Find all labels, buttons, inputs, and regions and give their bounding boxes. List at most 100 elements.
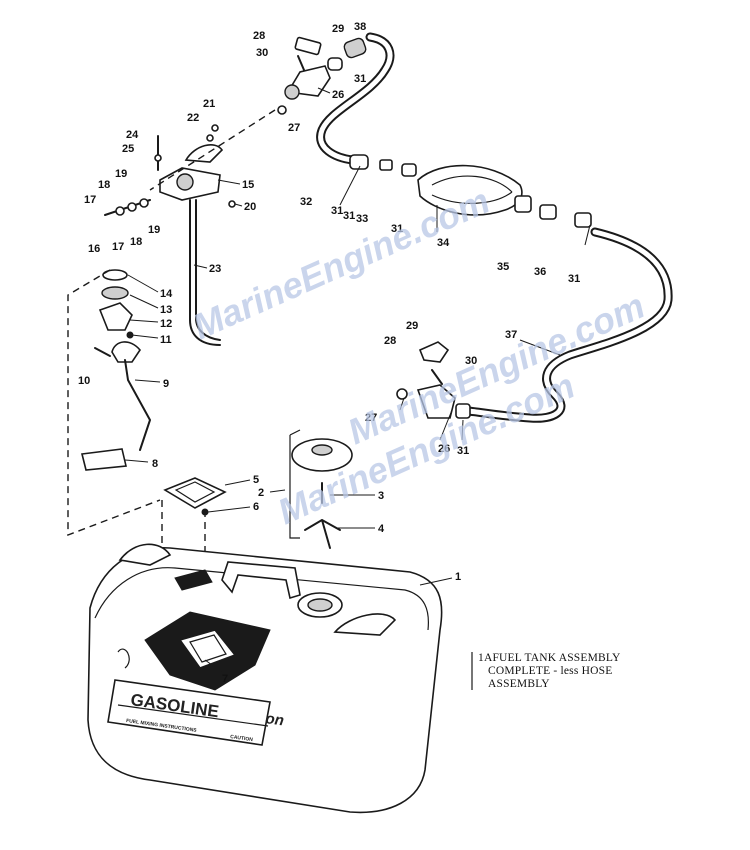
callout-21: 21 [203,98,215,110]
callout-20: 20 [244,201,256,213]
primer-bulb-assembly [349,154,592,228]
callout-15: 15 [242,179,254,191]
gasket-20 [228,200,236,208]
connector-body-26-lower [416,384,456,419]
callout-29a: 29 [332,23,344,35]
callout-22: 22 [187,112,199,124]
callout-26b: 26 [438,443,450,455]
washer-25 [154,154,162,162]
check-valve-35 [514,195,532,213]
tank-connector-lower [396,341,471,419]
tank-tab-left [118,543,172,566]
assembly-note-line-2: COMPLETE - less HOSE [488,665,613,677]
connector-cap-28 [294,36,322,56]
fuel-hose [316,32,673,423]
callout-4: 4 [378,523,385,535]
callout-23: 23 [209,263,221,275]
callout-19a: 19 [115,168,127,180]
callout-38: 38 [354,21,366,33]
callout-31f: 31 [343,210,355,222]
callout-33: 33 [356,213,368,225]
fitting-33 [379,159,393,171]
callout-27a: 27 [288,122,300,134]
screw-6 [201,508,209,516]
callout-28a: 28 [253,30,265,42]
callout-32: 32 [300,196,312,208]
callout-13: 13 [160,304,172,316]
pickup-assembly [81,124,236,471]
callout-2: 2 [258,487,264,499]
callout-6: 6 [253,501,259,513]
gasoline-label-plate [107,679,271,746]
callout-10: 10 [78,375,90,387]
hose-fitting-38 [343,37,367,59]
o-ring-27-top [277,105,287,115]
gasket-13 [101,286,129,300]
float-arm-bracket [111,341,141,363]
ring-14 [102,269,128,281]
callout-18a: 18 [98,179,110,191]
fuel-tank-assembly-note: 1AFUEL TANK ASSEMBLY COMPLETE - less HOS… [478,652,668,691]
fuel-tank-body [87,543,443,814]
callout-7: 7 [222,673,228,685]
tank-label-sub-right: CAUTION [230,734,254,743]
callout-31a: 31 [354,73,366,85]
callout-28b: 28 [384,335,396,347]
callout-19b: 19 [148,224,160,236]
callout-35: 35 [497,261,509,273]
screw-21 [211,124,219,132]
callout-25: 25 [122,143,134,155]
o-ring-27-lower [396,388,408,400]
callout-17a: 17 [84,194,96,206]
pickup-opening-7 [178,629,237,669]
callout-5: 5 [253,474,259,486]
callout-31b: 31 [331,205,343,217]
fitting-36 [539,204,557,220]
callout-16: 16 [88,243,100,255]
assembly-note-line-3: ASSEMBLY [488,678,550,690]
clamp-31-d [455,403,471,419]
washer-22 [206,134,214,142]
tank-handle [221,561,301,600]
callout-1: 1 [455,571,461,583]
callout-34: 34 [437,237,450,249]
screw-10 [94,347,111,357]
float-arm-9 [124,359,151,451]
gauge-body-12 [98,302,133,331]
elbow-fitting [184,144,224,163]
callout-24: 24 [126,129,139,141]
float-8 [81,448,127,471]
callout-37: 37 [505,329,517,341]
clamp-31-c [574,212,592,228]
vent-cap [333,613,397,636]
assembly-note-line-1: 1AFUEL TANK ASSEMBLY [478,652,621,664]
tank-label-brand: on [264,710,285,729]
callout-26a: 26 [332,89,344,101]
callout-3: 3 [378,490,384,502]
callout-30b: 30 [465,355,477,367]
callout-29b: 29 [406,320,418,332]
retainer-4 [304,519,341,549]
callout-27b: 27 [365,412,377,424]
clamp-31-top [327,57,343,71]
gasket-5 [163,477,227,509]
callout-18b: 18 [130,236,142,248]
connector-cap-28-lower [418,341,450,363]
callout-9: 9 [163,378,169,390]
callout-8: 8 [152,458,158,470]
callout-36: 36 [534,266,546,278]
lead-32 [339,165,361,206]
callout-17b: 17 [112,241,124,253]
callout-14: 14 [160,288,173,300]
leader-lines [124,87,591,673]
tank-top-parts [163,429,353,549]
callout-31e: 31 [457,445,469,457]
callout-11: 11 [160,334,172,346]
callout-12: 12 [160,318,172,330]
callout-30a: 30 [256,47,268,59]
callout-31c: 31 [391,223,403,235]
clamp-31-b [401,163,417,177]
gauge-opening [174,569,213,591]
callout-labels: 1 2 3 4 5 6 7 8 9 10 11 12 13 14 15 16 1… [78,21,580,685]
